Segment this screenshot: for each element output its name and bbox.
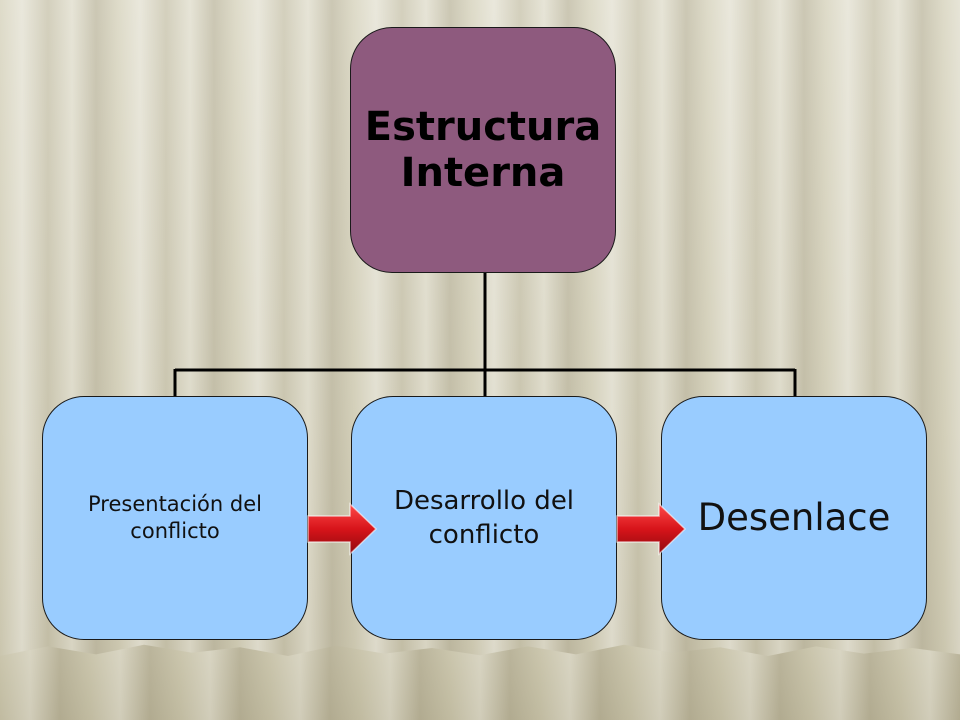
curtain-fringe bbox=[0, 644, 960, 720]
child-node-label: Desarrollo del conflicto bbox=[393, 486, 575, 550]
child-node-label: Presentación del conflicto bbox=[88, 492, 262, 543]
root-node-estructura-interna: Estructura Interna bbox=[350, 27, 616, 273]
child-node-label: Desenlace bbox=[697, 496, 891, 539]
child-node-desenlace: Desenlace bbox=[661, 396, 927, 640]
child-node-presentacion: Presentación del conflicto bbox=[42, 396, 308, 640]
right-arrow-icon bbox=[616, 502, 687, 556]
child-node-desarrollo: Desarrollo del conflicto bbox=[351, 396, 617, 640]
root-node-label: Estructura Interna bbox=[364, 104, 602, 196]
right-arrow-icon bbox=[307, 502, 378, 556]
